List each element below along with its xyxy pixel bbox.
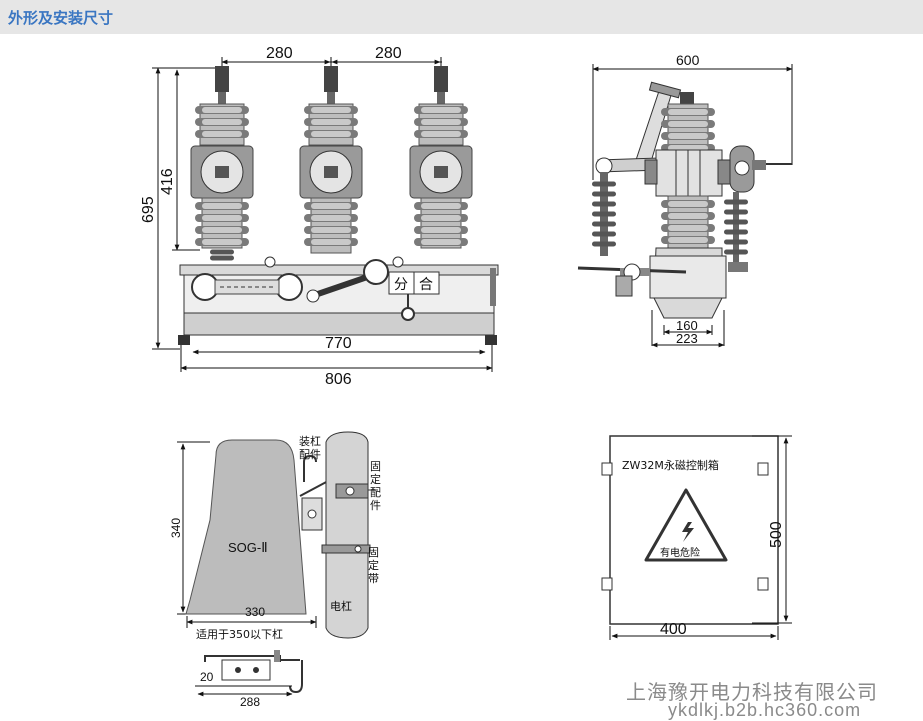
panel-open-label: 分 (394, 277, 408, 293)
callout-fixing-fitting-3: 配 (370, 486, 381, 499)
dim-total-height: 695 (140, 196, 157, 223)
section-header-bar: 外形及安装尺寸 (0, 0, 923, 34)
control-box-view: ZW32M永磁控制箱 有电危险 500 400 (601, 435, 792, 640)
dim-pitch-right: 280 (375, 45, 402, 62)
mount-note: 适用于350以下杠 (196, 628, 283, 641)
dim-mount-width: 330 (245, 605, 265, 619)
callout-fixing-strap-3: 带 (368, 572, 379, 585)
dim-base-outer: 806 (325, 371, 352, 388)
callout-pole: 电杠 (330, 600, 352, 613)
dim-bracket-height: 20 (200, 670, 214, 684)
callout-fixing-fitting-4: 件 (370, 499, 381, 512)
callout-pole-fitting-2: 配件 (299, 448, 321, 461)
dim-control-height: 500 (768, 521, 785, 548)
panel-close-label: 合 (419, 277, 433, 293)
pole-b (299, 66, 363, 254)
pole-a (190, 66, 254, 261)
dim-control-width: 400 (660, 621, 687, 638)
dim-pitch-left: 280 (266, 45, 293, 62)
mount-box-label: SOG-Ⅱ (228, 540, 268, 555)
watermark-url: ykdlkj.b2b.hc360.com (668, 700, 862, 720)
watermark-company: 上海豫开电力科技有限公司 (626, 680, 878, 704)
callout-fixing-strap-1: 固 (368, 546, 379, 559)
pole-c (409, 66, 473, 249)
dim-side-width: 600 (676, 52, 700, 68)
section-title: 外形及安装尺寸 (8, 9, 114, 27)
dim-upper-height: 416 (159, 168, 176, 195)
warning-label: 有电危险 (660, 546, 700, 559)
dim-mount-height: 340 (169, 518, 183, 538)
control-box-title: ZW32M永磁控制箱 (622, 458, 719, 472)
callout-fixing-fitting-1: 固 (370, 460, 381, 473)
callout-fixing-strap-2: 定 (368, 558, 379, 572)
side-view: 600 (577, 52, 793, 348)
callout-pole-fitting-1: 装杠 (299, 435, 321, 448)
pole-mount-view: 340 SOG-Ⅱ 330 装杠 配件 固 定 配 件 固 定 带 电杠 适用于… (169, 431, 381, 709)
dim-side-outer: 223 (676, 331, 698, 346)
dim-bracket-width: 288 (240, 695, 260, 709)
dim-base-inner: 770 (325, 335, 352, 352)
front-view: 280 280 695 416 770 806 (140, 45, 499, 388)
callout-fixing-fitting-2: 定 (370, 472, 381, 486)
dim-side-inner: 160 (676, 318, 698, 333)
